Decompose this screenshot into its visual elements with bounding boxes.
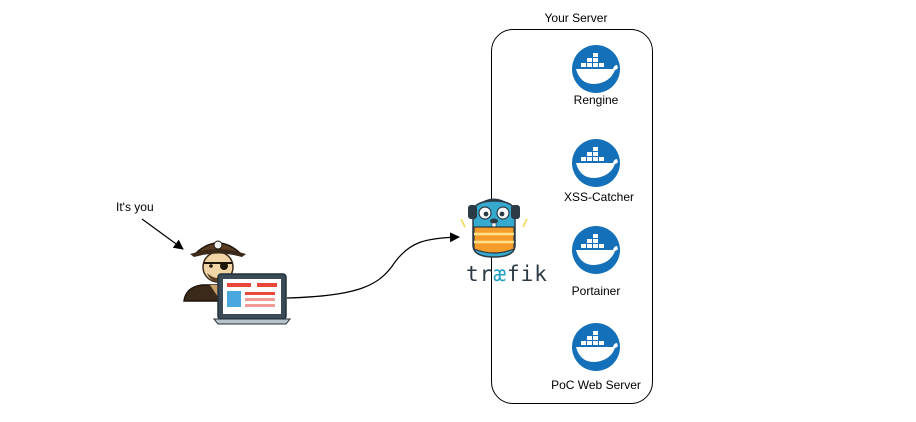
hacker-icon: [183, 240, 292, 325]
request-connector: [286, 232, 460, 299]
user-annotation: It's you: [116, 200, 154, 214]
docker-icon: [572, 226, 620, 274]
server-title: Your Server: [544, 11, 608, 25]
docker-icon: [572, 323, 620, 371]
service-label: XSS-Catcher: [563, 190, 635, 204]
traefik-logo-icon: [460, 198, 528, 258]
annotation-arrow: [141, 218, 184, 250]
docker-icon: [572, 45, 620, 93]
service-label: Portainer: [571, 284, 621, 298]
docker-icon: [572, 139, 620, 187]
service-label: PoC Web Server: [551, 378, 641, 392]
service-label: Rengine: [573, 93, 619, 107]
traefik-wordmark: træfik: [466, 262, 548, 286]
